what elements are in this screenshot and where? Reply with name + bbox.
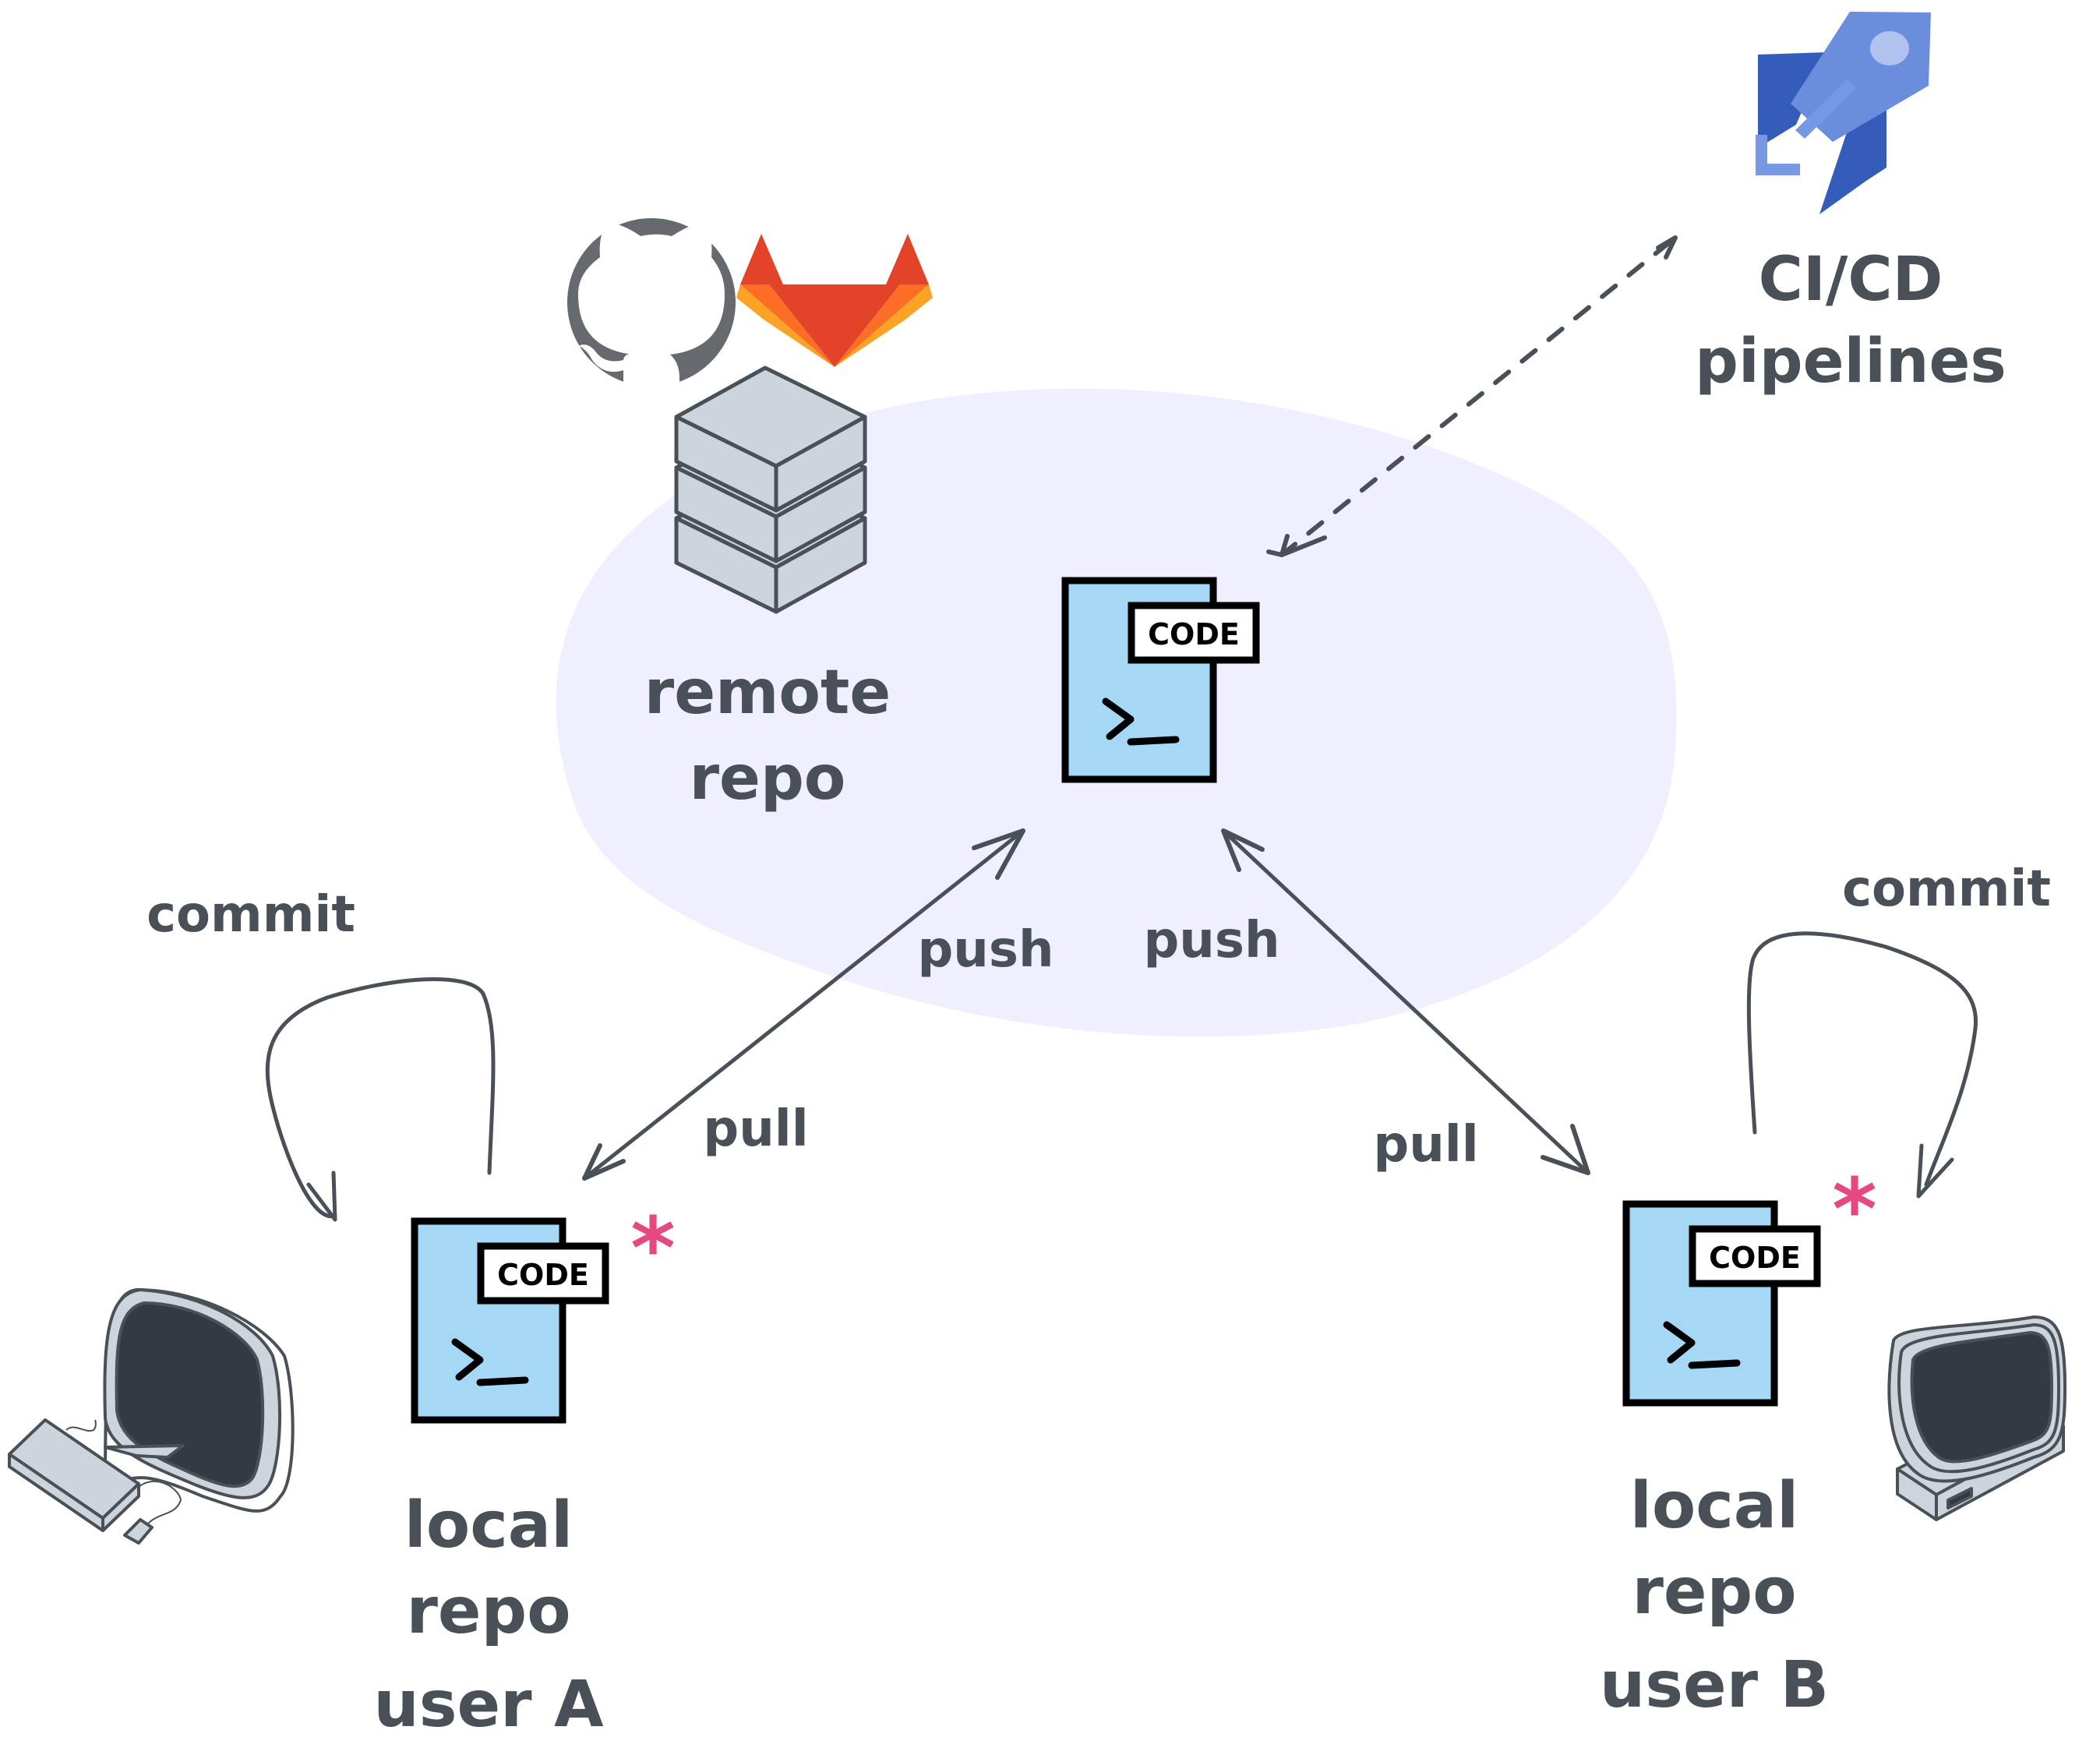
push-pull-arrow-b[interactable]: [1221, 828, 1590, 1175]
local-b-code-file[interactable]: CODE >_: [1626, 1204, 1817, 1403]
remote-repo-label-line1: remote: [644, 658, 891, 728]
remote-repo-label-line2: repo: [690, 743, 846, 814]
cicd-link-arrow[interactable]: [1266, 235, 1678, 557]
local-b-label-line3: user B: [1600, 1648, 1829, 1722]
local-a-label-line3: user A: [373, 1668, 604, 1742]
commit-loop-arrow-b[interactable]: [1746, 931, 1978, 1199]
local-a-label-line1: local: [404, 1488, 574, 1563]
local-a-code-file[interactable]: CODE >_: [415, 1221, 605, 1420]
remote-code-file[interactable]: CODE >_: [1065, 581, 1256, 779]
monitor-computer-icon: [1887, 1315, 2066, 1521]
code-badge: CODE: [497, 1258, 589, 1292]
commit-label-b: commit: [1842, 860, 2051, 918]
modified-marker-b: *: [1832, 1160, 1877, 1259]
local-b-label-line1: local: [1630, 1469, 1799, 1543]
github-icon: [567, 218, 736, 387]
local-a-label-line2: repo: [406, 1574, 570, 1648]
push-label-a: push: [917, 921, 1054, 979]
commit-label-a: commit: [146, 886, 355, 944]
pull-label-b: pull: [1373, 1116, 1478, 1174]
code-badge: CODE: [1709, 1241, 1801, 1275]
gitlab-icon: [736, 234, 933, 367]
push-pull-arrow-a[interactable]: [582, 828, 1025, 1181]
code-badge: CODE: [1148, 617, 1240, 652]
modified-marker-a: *: [630, 1199, 676, 1298]
azure-pipelines-rocket-icon: [1756, 12, 1931, 214]
local-b-label-line2: repo: [1632, 1555, 1796, 1629]
desktop-computer-icon: [8, 1288, 295, 1545]
pull-label-a: pull: [703, 1100, 808, 1158]
push-label-b: push: [1143, 912, 1279, 969]
commit-loop-arrow-a[interactable]: [265, 977, 496, 1222]
cicd-label-line2: pipelines: [1695, 327, 2006, 397]
server-stack-icon: [674, 365, 867, 614]
cicd-label-line1: CI/CD: [1759, 245, 1943, 315]
